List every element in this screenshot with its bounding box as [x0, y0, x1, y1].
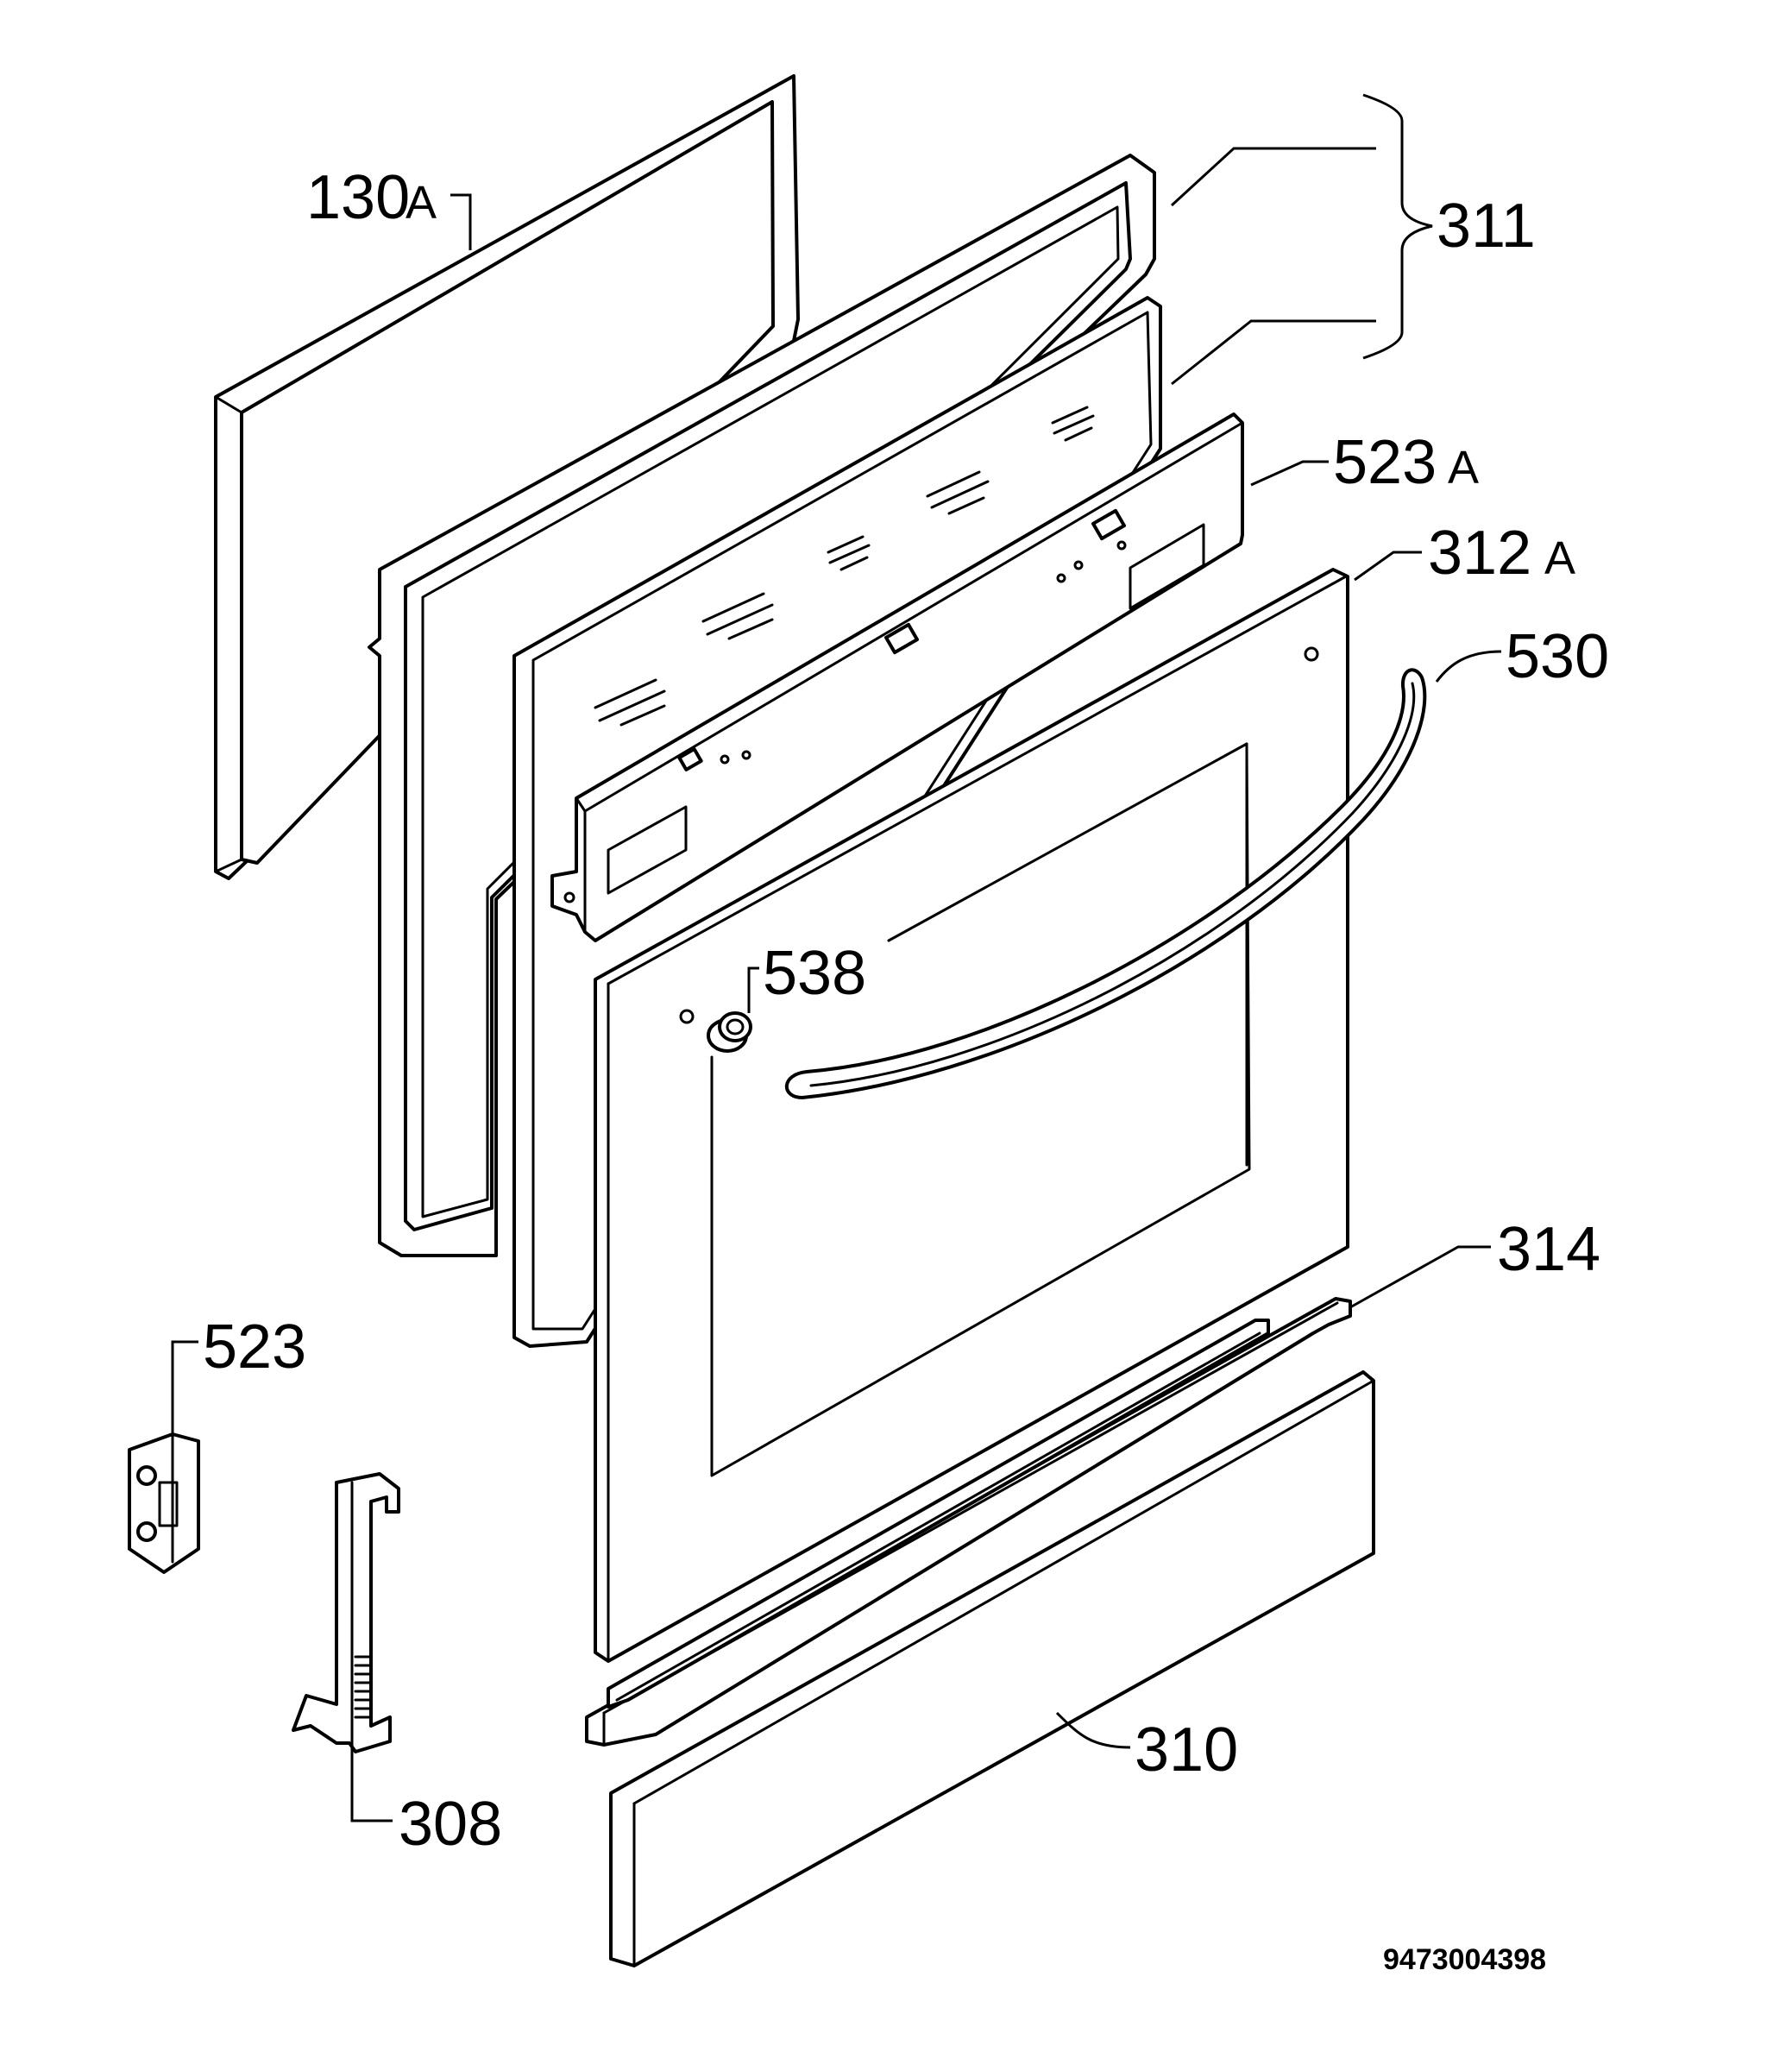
callout-310-number: 310 — [1135, 1715, 1238, 1785]
callout-130a-suffix: A — [406, 177, 437, 229]
callout-523a-number: 523 — [1333, 428, 1437, 497]
part-130a-door-seal — [214, 74, 800, 880]
callout-314-number: 314 — [1497, 1215, 1600, 1284]
callout-314: 314 — [1497, 1215, 1600, 1284]
callout-308: 308 — [399, 1790, 502, 1859]
callout-311: 311 — [1437, 192, 1536, 261]
callout-523: 523 — [203, 1312, 306, 1382]
document-number: 9473004398 — [1383, 1943, 1546, 1976]
leader-lines — [171, 93, 1502, 1822]
callout-130a-number: 130 — [306, 163, 410, 232]
part-538-knob — [707, 1011, 752, 1053]
callout-310: 310 — [1135, 1715, 1238, 1785]
part-523-hinge-block — [128, 1432, 200, 1574]
part-310-kick-panel — [609, 1370, 1375, 1967]
callout-523a-suffix: A — [1448, 442, 1479, 494]
callout-523a: 523 A — [1333, 428, 1479, 497]
callout-530-number: 530 — [1506, 622, 1609, 691]
part-530-door-handle — [784, 668, 1427, 1099]
part-312a-front-door-panel — [594, 568, 1349, 1663]
callout-312a-number: 312 — [1428, 519, 1531, 588]
callout-312a: 312 A — [1428, 519, 1575, 588]
callout-523-number: 523 — [203, 1312, 306, 1382]
callout-130a: 130 A — [306, 163, 437, 232]
part-523a-door-bracket — [550, 412, 1244, 942]
callout-311-number: 311 — [1437, 192, 1536, 261]
part-308-hinge-arm — [292, 1472, 400, 1753]
part-314-bottom-rail — [585, 1297, 1352, 1747]
callout-538-number: 538 — [763, 939, 866, 1008]
callout-538: 538 — [763, 939, 866, 1008]
callout-312a-suffix: A — [1544, 532, 1575, 584]
callout-308-number: 308 — [399, 1790, 502, 1859]
callout-530: 530 — [1506, 622, 1609, 691]
